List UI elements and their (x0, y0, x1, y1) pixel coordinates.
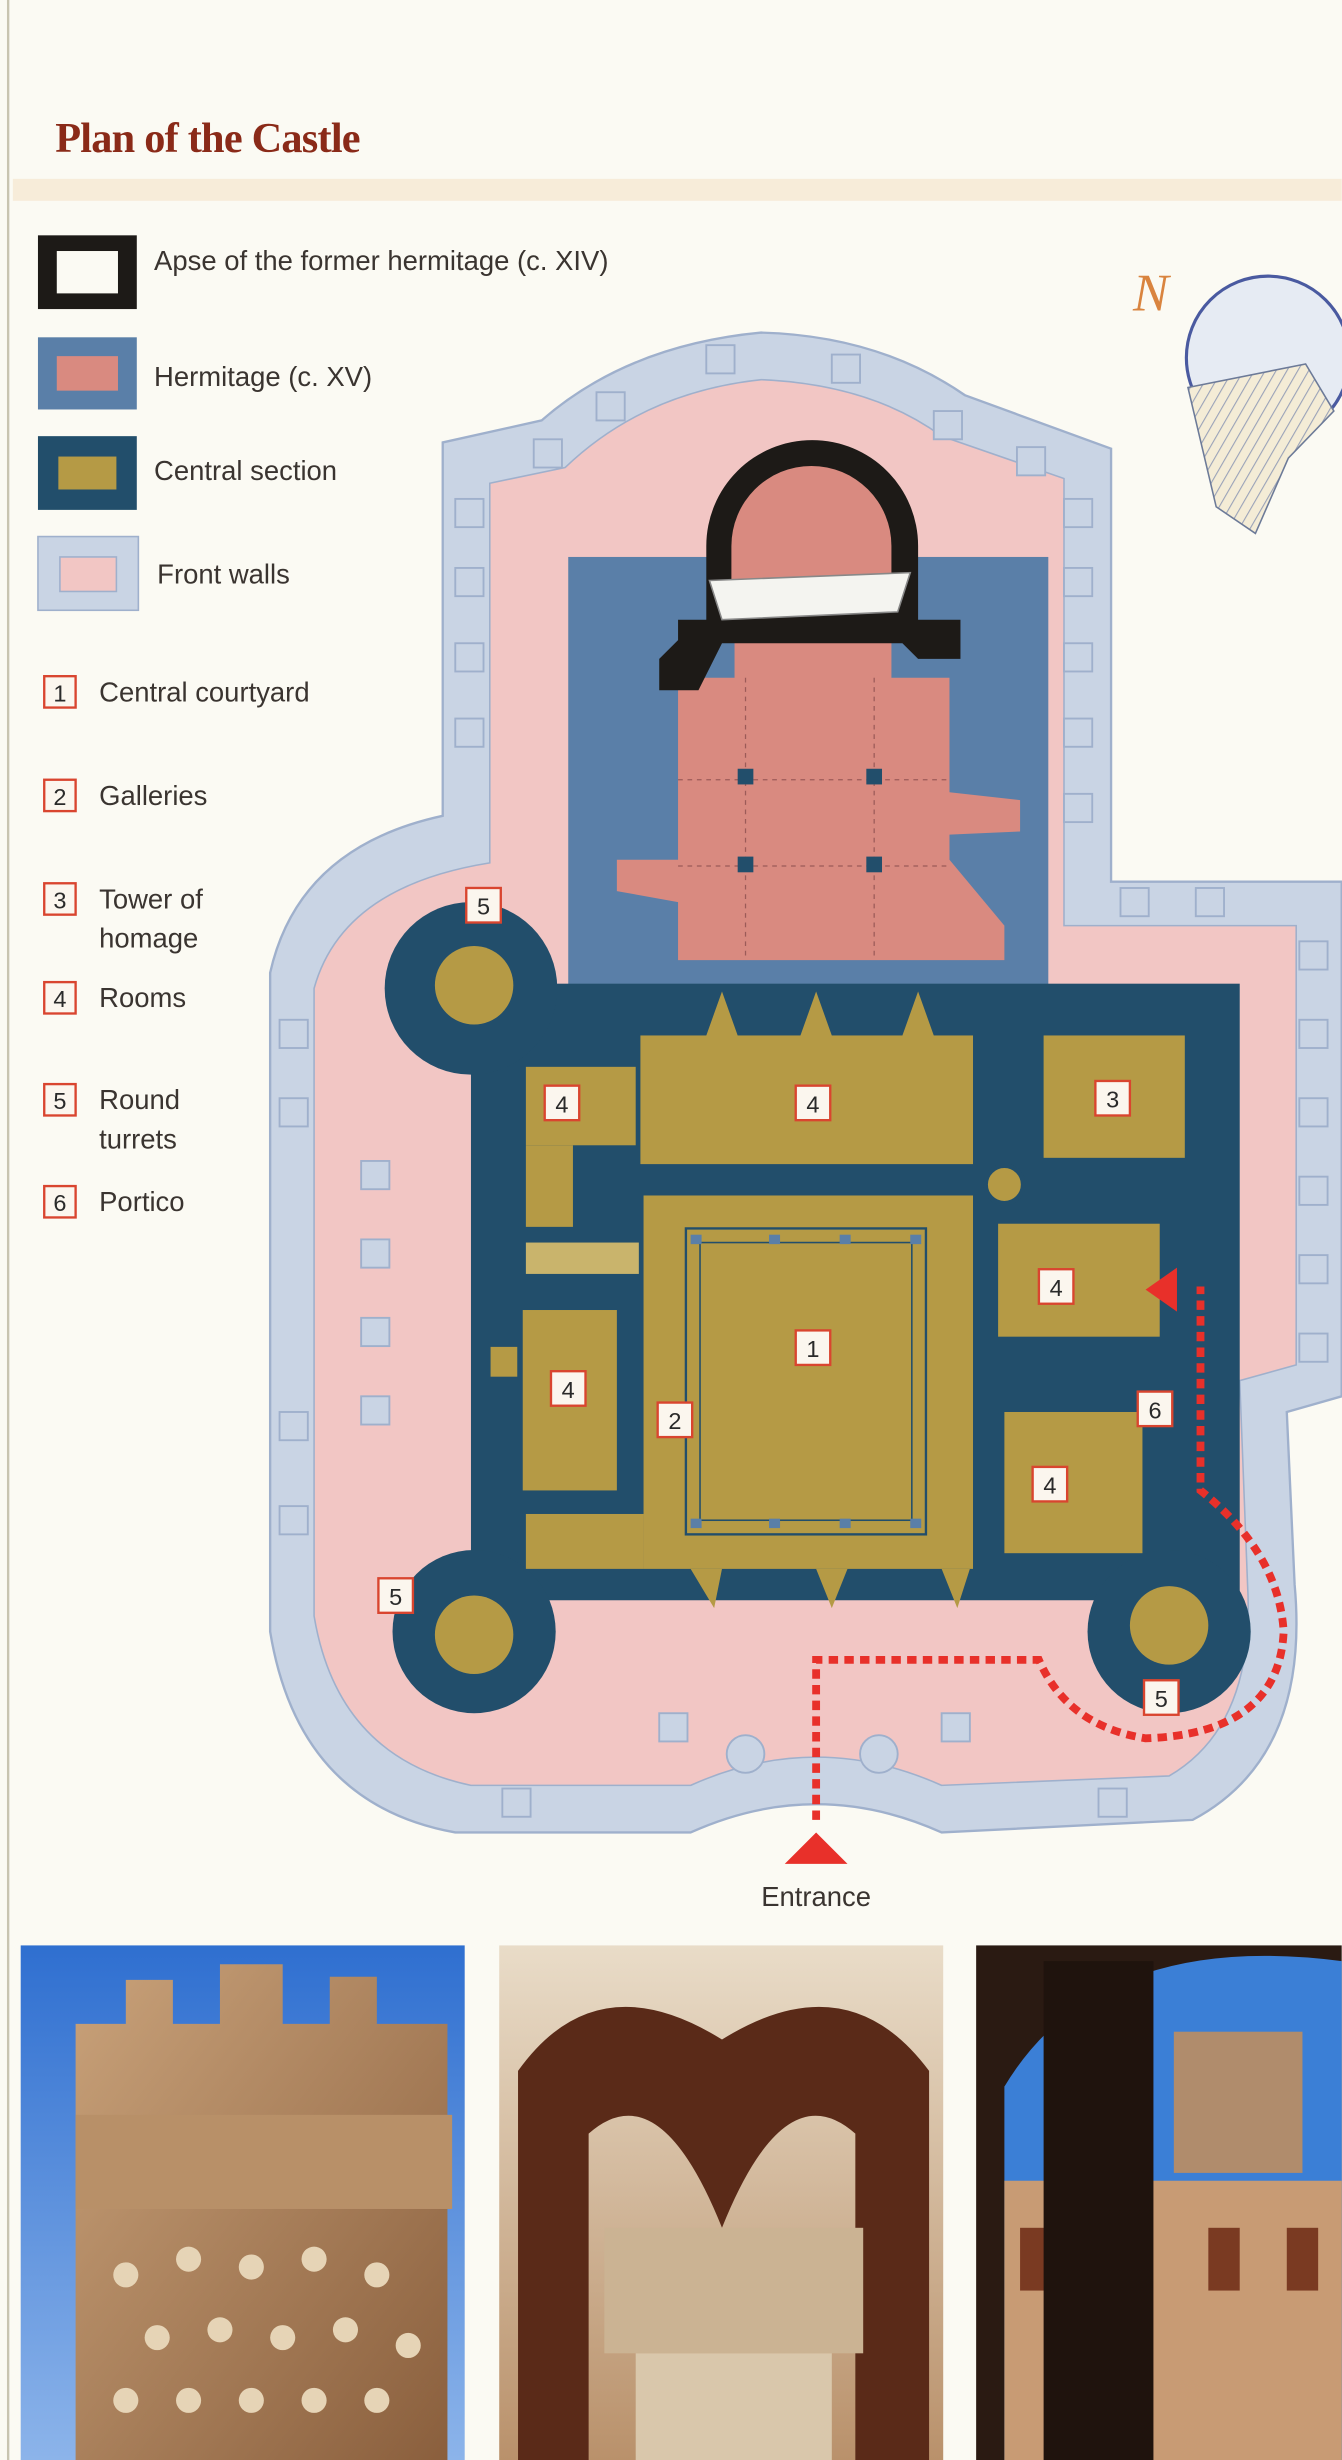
svg-text:4: 4 (1043, 1473, 1056, 1499)
north-compass-icon: N (1132, 263, 1342, 535)
svg-text:5: 5 (477, 894, 490, 920)
svg-text:1: 1 (53, 680, 66, 706)
numbered-key: 1 Central courtyard 2 Galleries 3 Tower … (43, 675, 310, 1219)
key-item-2: 2 Galleries (43, 778, 207, 813)
route-arrow-icon (1145, 1267, 1177, 1312)
plan-label-turret-nw: 5 (465, 886, 502, 924)
svg-text:homage: homage (99, 923, 198, 954)
photo-tower (20, 1945, 465, 2460)
svg-text:Tower of: Tower of (99, 883, 203, 914)
key-item-1: 1 Central courtyard (43, 675, 310, 709)
svg-text:6: 6 (1148, 1397, 1161, 1423)
plan-label-courtyard: 1 (794, 1329, 832, 1367)
svg-text:3: 3 (53, 887, 66, 913)
svg-text:4: 4 (806, 1091, 819, 1117)
svg-text:1: 1 (806, 1336, 819, 1362)
plan-label-room-n: 4 (794, 1084, 832, 1122)
legend-label-walls: Front walls (157, 559, 290, 590)
svg-text:5: 5 (1155, 1686, 1168, 1712)
entrance-label: Entrance (761, 1881, 871, 1912)
photo-arch-capital (499, 1945, 944, 2460)
svg-text:Galleries: Galleries (99, 780, 207, 811)
key-item-4: 4 Rooms (43, 980, 186, 1015)
svg-text:2: 2 (668, 1408, 681, 1434)
compass-letter: N (1132, 263, 1172, 323)
plan-label-room-se: 4 (1031, 1465, 1069, 1503)
page-title: Plan of the Castle (55, 115, 360, 162)
plan-label-portico: 6 (1136, 1390, 1174, 1428)
legend-label-apse: Apse of the former hermitage (c. XIV) (154, 245, 608, 276)
plan-label-tower: 3 (1094, 1079, 1132, 1117)
visitor-route (812, 1286, 1288, 1820)
svg-text:2: 2 (53, 784, 66, 810)
plan-labels: 5 4 4 3 4 1 4 2 6 4 5 5 (377, 886, 1180, 1716)
svg-text:turrets: turrets (99, 1123, 177, 1154)
legend-label-central: Central section (154, 455, 337, 486)
entrance-arrow-icon (784, 1832, 848, 1864)
svg-text:3: 3 (1106, 1087, 1119, 1113)
photo-courtyard (976, 1945, 1342, 2460)
svg-text:4: 4 (555, 1091, 568, 1117)
svg-text:6: 6 (53, 1190, 66, 1216)
svg-text:Rooms: Rooms (99, 982, 186, 1013)
svg-text:4: 4 (53, 986, 66, 1012)
plan-label-room-w: 4 (543, 1084, 581, 1122)
plan-label-turret-sw: 5 (377, 1577, 415, 1614)
plan-label-room-e: 4 (1037, 1268, 1075, 1305)
title-band (12, 178, 1342, 201)
svg-text:Central courtyard: Central courtyard (99, 676, 309, 707)
key-item-3: 3 Tower of homage (43, 882, 203, 954)
key-item-6: 6 Portico (43, 1184, 185, 1219)
svg-text:5: 5 (53, 1088, 66, 1114)
svg-text:4: 4 (562, 1377, 575, 1403)
svg-text:Portico: Portico (99, 1186, 184, 1217)
svg-text:5: 5 (389, 1584, 402, 1610)
key-item-5: 5 Round turrets (43, 1082, 180, 1154)
hermitage-nave (616, 564, 1021, 961)
plan-label-galleries: 2 (656, 1401, 694, 1439)
legend-label-hermitage: Hermitage (c. XV) (154, 361, 372, 392)
central-section (384, 902, 1251, 1714)
central-courtyard (684, 1227, 928, 1536)
plan-label-turret-se: 5 (1142, 1679, 1180, 1716)
svg-text:Round: Round (99, 1084, 180, 1115)
castle-floor-plan: 5 4 4 3 4 1 4 2 6 4 5 5 (268, 331, 1342, 1834)
plan-label-room-sw: 4 (549, 1370, 587, 1407)
svg-text:4: 4 (1050, 1275, 1063, 1301)
legend: Apse of the former hermitage (c. XIV) He… (37, 235, 608, 612)
